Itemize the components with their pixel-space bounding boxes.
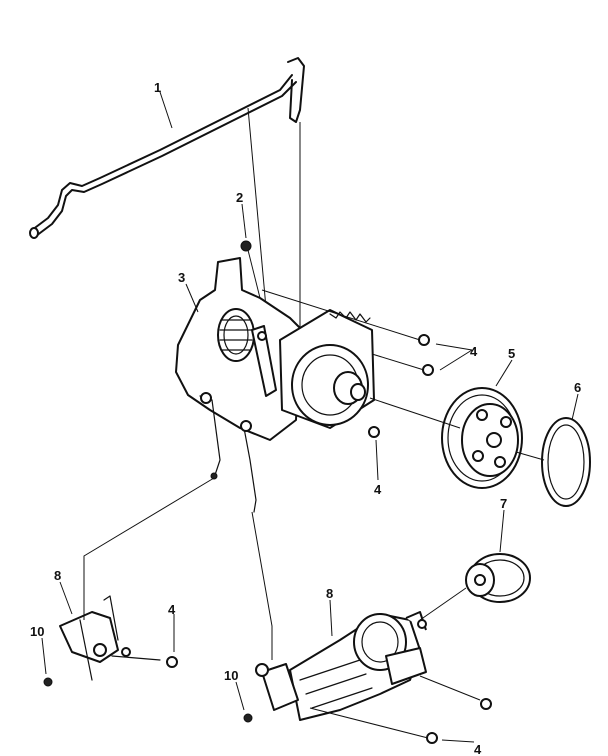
guide-line-motor-3 [309,707,429,739]
callout-6: 6 [574,380,581,395]
guide-line-5 [369,397,461,429]
part-3-control-assembly [175,257,380,513]
callout-4-left: 4 [168,602,176,617]
callout-4-body: 4 [374,482,382,497]
callout-2: 2 [236,190,243,205]
callout-10-center: 10 [224,668,238,683]
guide-line-8 [83,477,215,620]
guide-line-7 [419,587,467,621]
part-5-drive-wheel [441,387,523,489]
part-4-screws-upper [261,289,434,376]
callout-8-left: 8 [54,568,61,583]
callout-4-bottom: 4 [474,742,482,756]
part-8-left-bracket [43,595,178,687]
part-6-ring [541,417,591,507]
guide-line-motor-2 [419,675,481,701]
guide-line-rod [247,107,269,331]
callout-8-center: 8 [326,586,333,601]
callout-3: 3 [178,270,185,285]
callout-5: 5 [508,346,515,361]
callout-leaders [41,91,579,743]
part-8-motor-housing [243,611,492,744]
part-7-pulley [465,553,531,603]
guide-line-motor [251,511,273,660]
part-1-linkage-rod [29,57,305,239]
part-2-nut [240,240,252,252]
callout-1: 1 [154,80,161,95]
guide-line-6 [515,451,545,461]
callout-10-left: 10 [30,624,44,639]
callout-4-upper: 4 [470,344,478,359]
callout-7: 7 [500,496,507,511]
